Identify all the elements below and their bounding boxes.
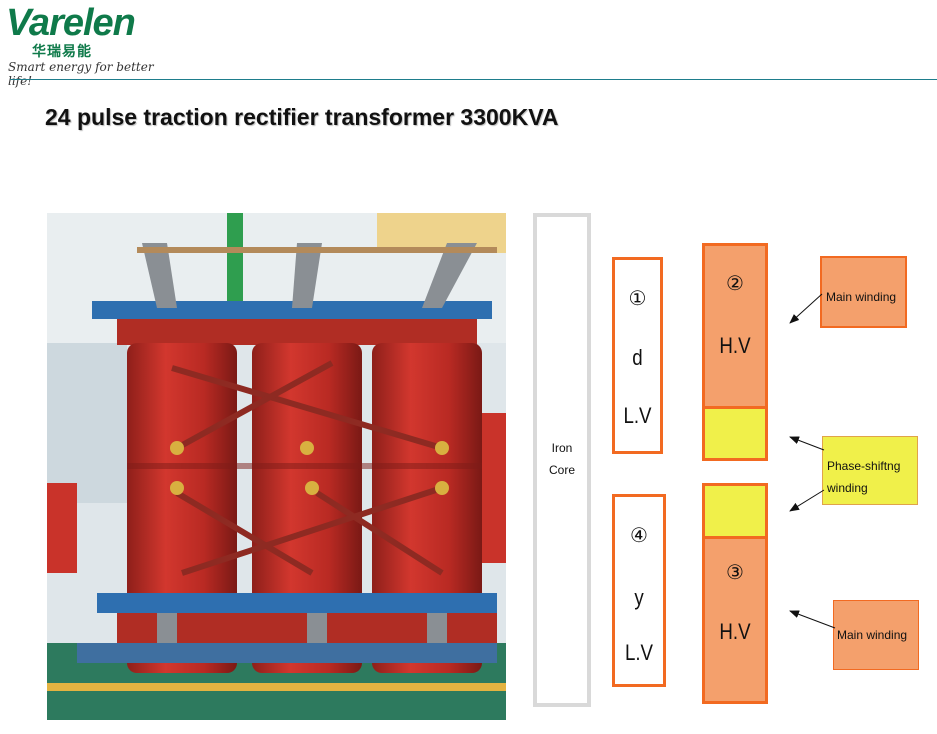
logo-slogan: Smart energy for better life! bbox=[8, 60, 154, 88]
lv-winding-bottom: ④ y L.V bbox=[612, 494, 666, 687]
lv-top-connection: d bbox=[632, 345, 643, 370]
callout-phase-shifting-line2: winding bbox=[827, 481, 868, 495]
hv-top-label: H.V bbox=[719, 333, 751, 358]
header-divider bbox=[10, 79, 937, 80]
iron-core: Iron Core bbox=[533, 213, 591, 707]
hv-bottom-label: H.V bbox=[719, 619, 751, 644]
callout-phase-shifting-line1: Phase-shiftng bbox=[827, 459, 901, 473]
arrow-icon bbox=[789, 436, 825, 451]
iron-core-label-line2: Core bbox=[548, 463, 575, 477]
hv-top-number: ② bbox=[726, 271, 744, 295]
arrow-icon bbox=[789, 489, 825, 512]
arrow-icon bbox=[789, 293, 823, 324]
page-title: 24 pulse traction rectifier transformer … bbox=[45, 104, 559, 130]
callout-main-winding-bottom: Main winding bbox=[833, 600, 919, 670]
lv-bottom-label: L.V bbox=[624, 640, 654, 665]
lv-bottom-connection: y bbox=[634, 585, 644, 610]
lv-bottom-number: ④ bbox=[630, 523, 648, 547]
iron-core-label: Iron Core bbox=[537, 437, 587, 481]
arrow-icon bbox=[789, 610, 836, 629]
hv-winding-bottom: ③ H.V bbox=[702, 536, 768, 704]
hv-winding-top: ② H.V bbox=[702, 243, 768, 409]
phase-shifting-winding-top bbox=[702, 406, 768, 461]
logo-chinese-name: 华瑞易能 bbox=[32, 44, 92, 60]
hv-bottom-number: ③ bbox=[726, 560, 744, 584]
logo-wordmark: Varelen bbox=[6, 2, 136, 44]
callout-main-winding-top: Main winding bbox=[820, 256, 907, 328]
iron-core-label-line1: Iron bbox=[551, 441, 573, 455]
lv-winding-top: ① d L.V bbox=[612, 257, 663, 454]
callout-phase-shifting: Phase-shiftng winding bbox=[822, 436, 918, 505]
company-logo: Varelen 华瑞易能 Smart energy for better lif… bbox=[4, 2, 164, 88]
lv-top-label: L.V bbox=[623, 403, 652, 428]
lv-top-number: ① bbox=[628, 286, 647, 310]
transformer-photo bbox=[47, 213, 506, 720]
transformer-illustration bbox=[47, 213, 506, 720]
